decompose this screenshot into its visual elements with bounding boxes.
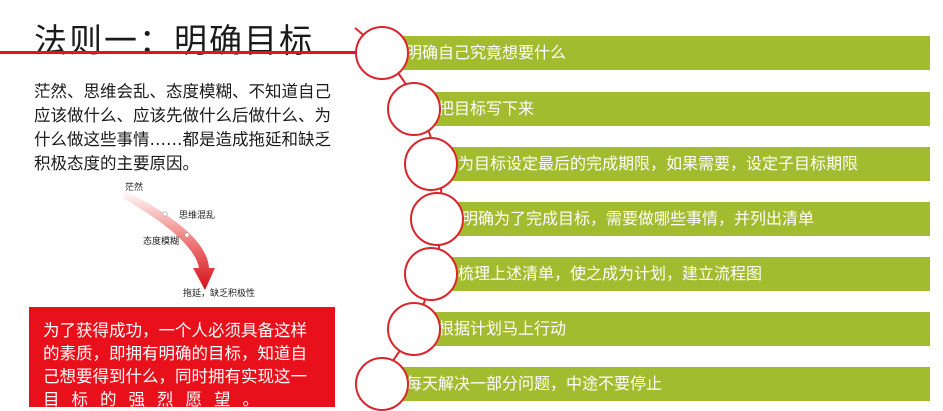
- step-label-5: 梳理上述清单，使之成为计划，建立流程图: [458, 264, 763, 283]
- intro-paragraph: 茫然、思维会乱、态度模糊、不知道自己应该做什么、应该先做什么后做什么、为什么做这…: [34, 82, 331, 173]
- step-marker-2: [387, 82, 441, 136]
- step-label-1: 明确自己究竟想要什么: [406, 43, 567, 62]
- callout-text: 为了获得成功，一个人必须具备这样的素质，即拥有明确的目标，知道自己想要得到什么，…: [43, 321, 307, 386]
- step-marker-4: [410, 192, 464, 246]
- step-bar-3: 为目标设定最后的完成期限，如果需要，设定子目标期限: [434, 147, 930, 181]
- diagram-label-3: 态度模糊: [143, 237, 180, 247]
- step-marker-3: [404, 137, 458, 191]
- diagram-label-4: 拖延，缺乏积极性: [183, 289, 256, 299]
- step-bar-4: 明确为了完成目标，需要做哪些事情，并列出清单: [440, 202, 930, 236]
- step-label-7: 每天解决一部分问题，中途不要停止: [406, 374, 663, 393]
- descending-arrow-graphic: [123, 190, 215, 290]
- step-marker-7: [355, 357, 409, 411]
- dot-2: [184, 232, 190, 238]
- diagram-label-1: 茫然: [125, 183, 144, 193]
- mini-diagram: 茫然 思维混乱 态度模糊 拖延，缺乏积极性: [95, 172, 295, 302]
- step-label-4: 明确为了完成目标，需要做哪些事情，并列出清单: [462, 209, 815, 228]
- step-bar-7: 每天解决一部分问题，中途不要停止: [382, 367, 930, 401]
- step-bar-5: 梳理上述清单，使之成为计划，建立流程图: [434, 257, 930, 291]
- step-label-2: 把目标写下来: [438, 99, 535, 118]
- dot-1: [162, 211, 168, 217]
- diagram-label-2: 思维混乱: [179, 211, 216, 221]
- step-label-3: 为目标设定最后的完成期限，如果需要，设定子目标期限: [458, 154, 859, 173]
- step-bar-1: 明确自己究竟想要什么: [382, 36, 930, 70]
- step-marker-5: [404, 247, 458, 301]
- step-bar-2: 把目标写下来: [416, 92, 930, 126]
- step-marker-1: [355, 26, 409, 80]
- step-bar-6: 根据计划马上行动: [416, 312, 930, 346]
- title-underline: [0, 51, 366, 54]
- step-label-6: 根据计划马上行动: [438, 319, 567, 338]
- step-marker-6: [387, 302, 441, 356]
- arrow-shape: [123, 190, 215, 290]
